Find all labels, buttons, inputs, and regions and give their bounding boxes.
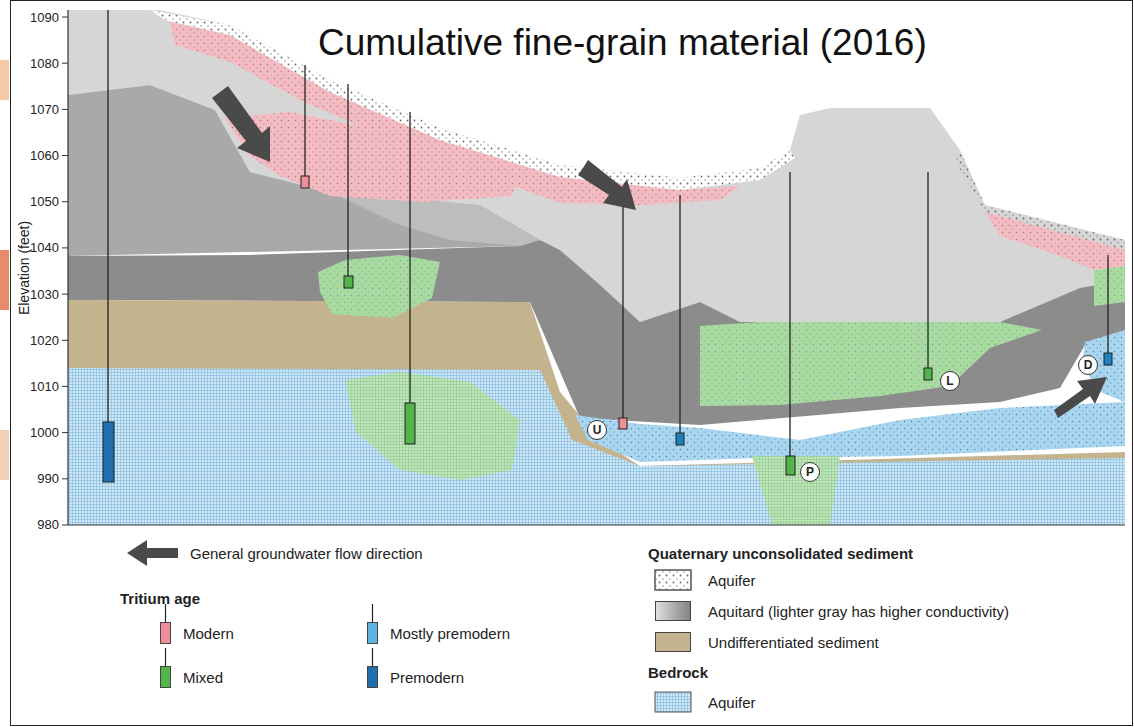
diagram-title: Cumulative fine-grain material (2016) — [318, 22, 927, 64]
legend-swatch — [367, 666, 378, 688]
well-callout: U — [587, 420, 607, 440]
well-callout: L — [940, 371, 960, 391]
legend-text: Undifferentiated sediment — [708, 634, 879, 651]
axis-tick: 1010 — [30, 379, 59, 394]
callout-letter: U — [593, 424, 602, 436]
legend-text: Modern — [183, 625, 234, 642]
axis-tick: 1020 — [30, 333, 59, 348]
legend-text: Mostly premodern — [390, 625, 510, 642]
callout-letter: P — [806, 466, 814, 478]
legend-text: Aquifer — [708, 572, 756, 589]
axis-tick: 1090 — [30, 10, 59, 25]
legend-text: Aquitard (lighter gray has higher conduc… — [708, 603, 1009, 620]
legend-text: Mixed — [183, 669, 223, 686]
legend-swatch — [160, 622, 171, 644]
legend-swatch — [160, 666, 171, 688]
legend-heading: Tritium age — [120, 590, 200, 607]
legend-swatch — [655, 601, 691, 621]
legend-text: Premodern — [390, 669, 464, 686]
axis-tick: 980 — [37, 517, 59, 532]
axis-title: Elevation (feet) — [16, 221, 32, 315]
axis-tick: 1060 — [30, 148, 59, 163]
callout-letter: D — [1084, 359, 1093, 371]
axis-tick: 1000 — [30, 425, 59, 440]
legend-text: Aquifer — [708, 694, 756, 711]
callout-letter: L — [946, 375, 953, 387]
legend-text: General groundwater flow direction — [190, 545, 423, 562]
legend-swatch — [367, 622, 378, 644]
axis-tick: 1030 — [30, 287, 59, 302]
axis-tick: 1080 — [30, 56, 59, 71]
axis-tick: 1070 — [30, 102, 59, 117]
axis-tick: 1040 — [30, 240, 59, 255]
axis-tick: 990 — [37, 471, 59, 486]
legend-swatch — [655, 632, 691, 652]
legend-heading: Bedrock — [648, 664, 708, 681]
axis-tick: 1050 — [30, 194, 59, 209]
well-callout: D — [1078, 355, 1098, 375]
legend-heading: Quaternary unconsolidated sediment — [648, 545, 913, 562]
well-callout: P — [800, 462, 820, 482]
